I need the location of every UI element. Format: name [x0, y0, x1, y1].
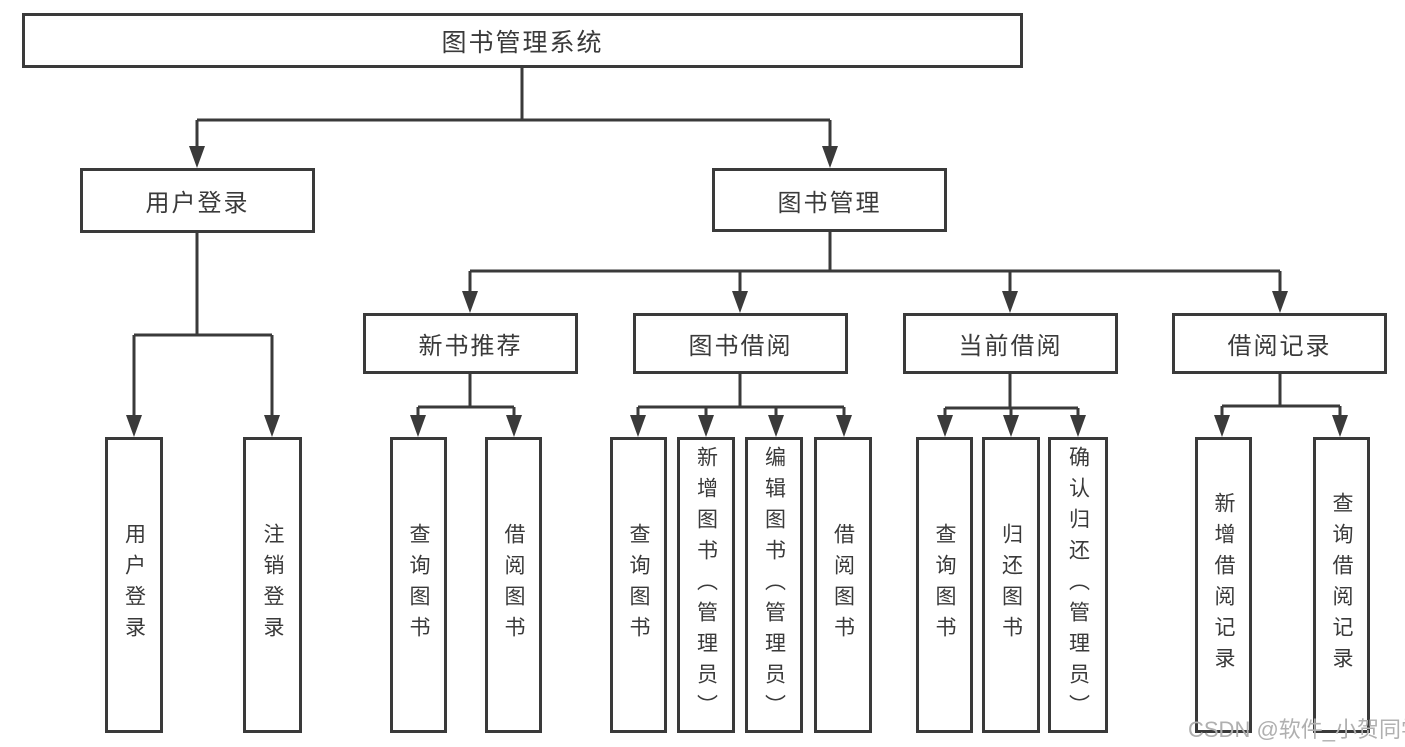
node-user-login-branch: 用户登录	[80, 168, 315, 233]
node-records-query-record: 查询借阅记录	[1313, 437, 1370, 733]
arrowhead-icons	[126, 146, 1348, 437]
node-current-borrow-label: 当前借阅	[958, 333, 1063, 360]
node-login-logout: 注销登录	[243, 437, 302, 733]
node-book-management-label: 图书管理	[777, 189, 882, 217]
node-borrow-records: 借阅记录	[1172, 313, 1387, 374]
node-new-book-recommend: 新书推荐	[363, 313, 578, 374]
node-current-query-books-label: 查询图书	[933, 523, 956, 647]
node-current-confirm-return-admin: 确认归还（管理员）	[1048, 437, 1108, 733]
node-user-login-branch-label: 用户登录	[145, 190, 250, 217]
connector-path	[132, 68, 1342, 415]
node-records-add-record: 新增借阅记录	[1195, 437, 1252, 733]
node-borrow-add-books-admin-label: 新增图书（管理员）	[694, 445, 718, 725]
node-recommend-borrow-books: 借阅图书	[485, 437, 542, 733]
node-borrow-query-books: 查询图书	[610, 437, 667, 733]
node-login-logout-label: 注销登录	[261, 523, 284, 647]
node-book-management: 图书管理	[712, 168, 947, 232]
node-borrow-add-books-admin: 新增图书（管理员）	[677, 437, 735, 733]
node-recommend-query-books-label: 查询图书	[407, 523, 430, 647]
node-borrow-query-books-label: 查询图书	[627, 523, 650, 647]
node-borrow-edit-books-admin: 编辑图书（管理员）	[745, 437, 803, 733]
csdn-watermark: CSDN @软件_小贺同学	[1188, 717, 1405, 742]
node-records-query-record-label: 查询借阅记录	[1330, 492, 1353, 678]
node-recommend-query-books: 查询图书	[390, 437, 447, 733]
node-login-user: 用户登录	[105, 437, 163, 733]
node-new-book-recommend-label: 新书推荐	[418, 333, 523, 360]
node-records-add-record-label: 新增借阅记录	[1212, 492, 1235, 678]
node-recommend-borrow-books-label: 借阅图书	[502, 523, 525, 647]
node-root-label: 图书管理系统	[441, 28, 604, 57]
node-current-borrow: 当前借阅	[903, 313, 1118, 374]
node-borrow-edit-books-admin-label: 编辑图书（管理员）	[762, 445, 786, 725]
node-borrow-records-label: 借阅记录	[1227, 333, 1332, 360]
node-current-return-books-label: 归还图书	[999, 523, 1023, 647]
node-book-borrow-label: 图书借阅	[688, 333, 793, 360]
node-book-borrow: 图书借阅	[633, 313, 848, 374]
node-borrow-borrow-books: 借阅图书	[814, 437, 872, 733]
node-login-user-label: 用户登录	[122, 523, 146, 647]
node-current-return-books: 归还图书	[982, 437, 1040, 733]
node-borrow-borrow-books-label: 借阅图书	[831, 523, 855, 647]
node-current-query-books: 查询图书	[916, 437, 973, 733]
node-root: 图书管理系统	[22, 13, 1023, 68]
node-current-confirm-return-admin-label: 确认归还（管理员）	[1066, 445, 1090, 725]
